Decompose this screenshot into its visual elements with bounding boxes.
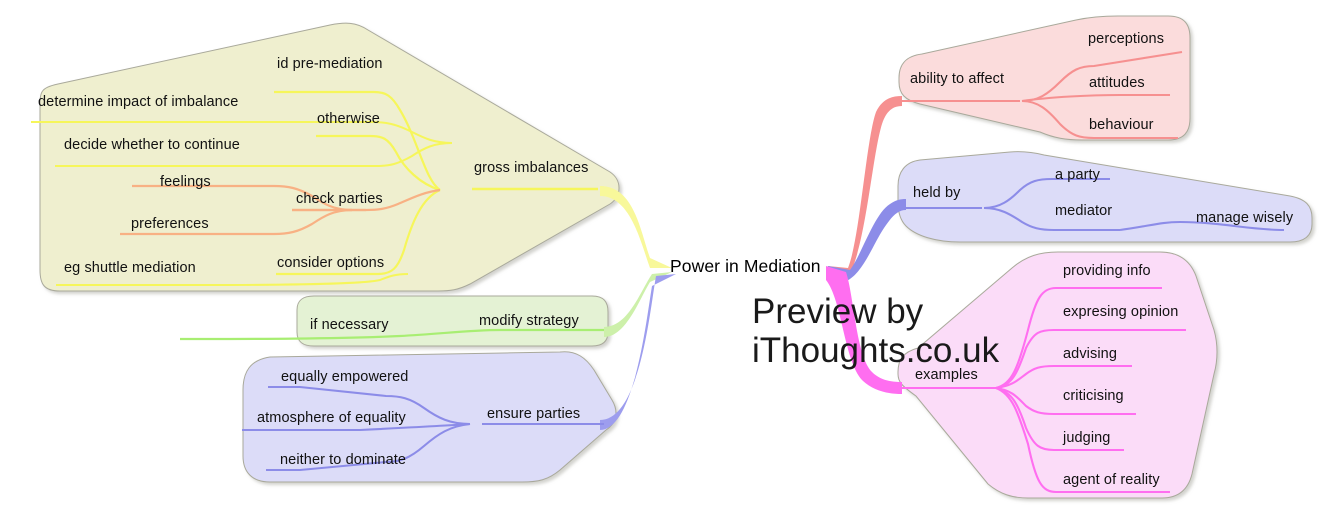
edges-check-parties (120, 184, 441, 236)
node-label-manage-wisely[interactable]: manage wisely (1196, 210, 1294, 226)
edges-gross-imbalances-children (274, 90, 598, 276)
edge-root-modify-strategy (604, 272, 672, 337)
node-label-decide-whether[interactable]: decide whether to continue (64, 137, 240, 153)
node-label-eg-shuttle[interactable]: eg shuttle mediation (64, 260, 196, 276)
edges-modify-strategy-children (179, 328, 604, 341)
edge-root-gross-imbalances (600, 186, 672, 268)
node-label-gross-imbalances[interactable]: gross imbalances (474, 160, 589, 176)
node-label-criticising[interactable]: criticising (1063, 388, 1124, 404)
node-label-modify-strategy[interactable]: modify strategy (479, 313, 579, 329)
node-label-a-party[interactable]: a party (1055, 167, 1101, 183)
node-label-examples[interactable]: examples (915, 367, 978, 383)
node-label-root[interactable]: Power in Mediation (670, 256, 821, 276)
node-label-providing-info[interactable]: providing info (1063, 263, 1151, 279)
node-label-if-necessary[interactable]: if necessary (310, 317, 389, 333)
edges-otherwise-children (31, 121, 453, 167)
edge-root-examples (826, 266, 902, 394)
branch-region-gross-imbalances[interactable] (39, 22, 620, 292)
node-label-preferences[interactable]: preferences (131, 216, 209, 232)
edge-root-held-by (826, 199, 906, 282)
node-label-atmosphere-equality[interactable]: atmosphere of equality (257, 410, 406, 426)
edges-examples-children (900, 286, 1186, 494)
node-label-neither-dominate[interactable]: neither to dominate (280, 452, 407, 468)
branch-region-examples[interactable] (897, 251, 1218, 499)
node-label-mediator[interactable]: mediator (1055, 203, 1113, 219)
node-label-check-parties[interactable]: check parties (296, 191, 383, 207)
edge-root-ability-to-affect (826, 96, 902, 278)
branch-region-ability-to-affect[interactable] (898, 15, 1191, 141)
node-label-judging[interactable]: judging (1063, 430, 1111, 446)
node-label-held-by[interactable]: held by (913, 185, 961, 201)
edges-held-by-children (900, 177, 1285, 232)
node-label-attitudes[interactable]: attitudes (1089, 75, 1145, 91)
node-label-determine-impact[interactable]: determine impact of imbalance (38, 94, 239, 110)
node-label-feelings[interactable]: feelings (160, 174, 211, 190)
node-label-consider-options[interactable]: consider options (277, 255, 385, 271)
edges-ensure-parties-children (242, 385, 604, 472)
node-label-expresing-opinion[interactable]: expresing opinion (1063, 304, 1179, 320)
node-label-ensure-parties[interactable]: ensure parties (487, 406, 581, 422)
node-label-equally-empowered[interactable]: equally empowered (281, 369, 409, 385)
node-label-perceptions[interactable]: perceptions (1088, 31, 1165, 47)
branch-region-held-by[interactable] (897, 151, 1313, 243)
edges-ability-to-affect-children (902, 50, 1183, 140)
node-label-advising[interactable]: advising (1063, 346, 1117, 362)
node-label-ability-to-affect[interactable]: ability to affect (910, 71, 1005, 87)
edges-consider-options-children (56, 273, 409, 286)
node-label-agent-of-reality[interactable]: agent of reality (1063, 472, 1160, 488)
node-label-otherwise[interactable]: otherwise (317, 111, 380, 127)
node-label-id-pre-mediation[interactable]: id pre-mediation (277, 56, 383, 72)
node-label-behaviour[interactable]: behaviour (1089, 117, 1154, 133)
